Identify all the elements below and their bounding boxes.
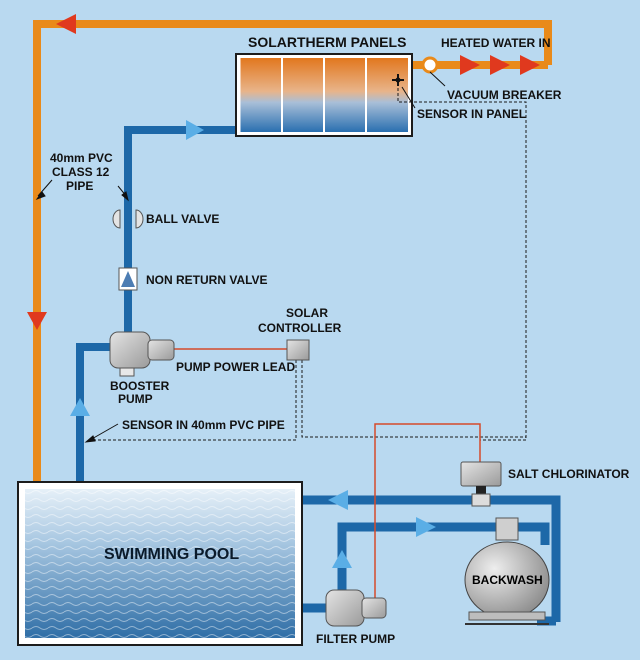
vacuum-breaker-leader — [429, 71, 446, 87]
arrow-right-cold-top — [186, 120, 204, 140]
solar-controller-icon — [286, 339, 310, 361]
sensor-wires — [90, 83, 527, 462]
label-salt-chlorinator: SALT CHLORINATOR — [508, 467, 630, 481]
label-non-return-valve: NON RETURN VALVE — [146, 273, 268, 287]
arrow-right-heated-2 — [490, 55, 510, 75]
label-backwash: BACKWASH — [472, 573, 543, 587]
salt-chlorinator-icon — [460, 461, 502, 507]
label-pipe-line1: 40mm PVC — [50, 151, 113, 165]
arrow-right-heated-3 — [520, 55, 540, 75]
arrow-left-top — [56, 14, 76, 34]
swimming-pool — [17, 481, 303, 646]
arrow-right-filter — [416, 517, 436, 537]
label-pipe-line3: PIPE — [66, 179, 93, 193]
arrow-left-return — [328, 490, 348, 510]
label-heated-water: HEATED WATER IN — [441, 36, 551, 50]
non-return-valve-icon — [118, 267, 138, 291]
label-vacuum-breaker: VACUUM BREAKER — [447, 88, 562, 102]
label-sensor-in-pipe: SENSOR IN 40mm PVC PIPE — [122, 418, 285, 432]
arrow-up-filter — [332, 550, 352, 568]
label-pipe-line2: CLASS 12 — [52, 165, 110, 179]
label-filter-pump: FILTER PUMP — [316, 632, 395, 646]
arrow-down-hot — [27, 312, 47, 330]
booster-pump-icon — [109, 331, 175, 377]
label-swimming-pool: SWIMMING POOL — [104, 546, 239, 563]
power-leads — [172, 348, 481, 600]
label-solartherm-panels: SOLARTHERM PANELS — [248, 34, 406, 50]
flow-arrows — [27, 14, 540, 568]
label-sensor-in-panel: SENSOR IN PANEL — [417, 107, 526, 121]
label-booster-pump-1: BOOSTER — [110, 379, 170, 393]
label-booster-pump-2: PUMP — [118, 392, 153, 406]
arrow-right-heated-1 — [460, 55, 480, 75]
ball-valve-icon — [112, 209, 144, 229]
leader-lines — [35, 86, 416, 443]
label-solar-controller-1: SOLAR — [286, 306, 328, 320]
arrow-up-cold — [70, 398, 90, 416]
label-pump-power-lead: PUMP POWER LEAD — [176, 360, 295, 374]
backwash-icon — [464, 517, 550, 625]
solartherm-panels — [235, 53, 413, 137]
label-solar-controller-2: CONTROLLER — [258, 321, 342, 335]
vacuum-breaker-icon — [421, 56, 439, 74]
filter-pump-icon — [325, 589, 387, 627]
label-ball-valve: BALL VALVE — [146, 212, 219, 226]
